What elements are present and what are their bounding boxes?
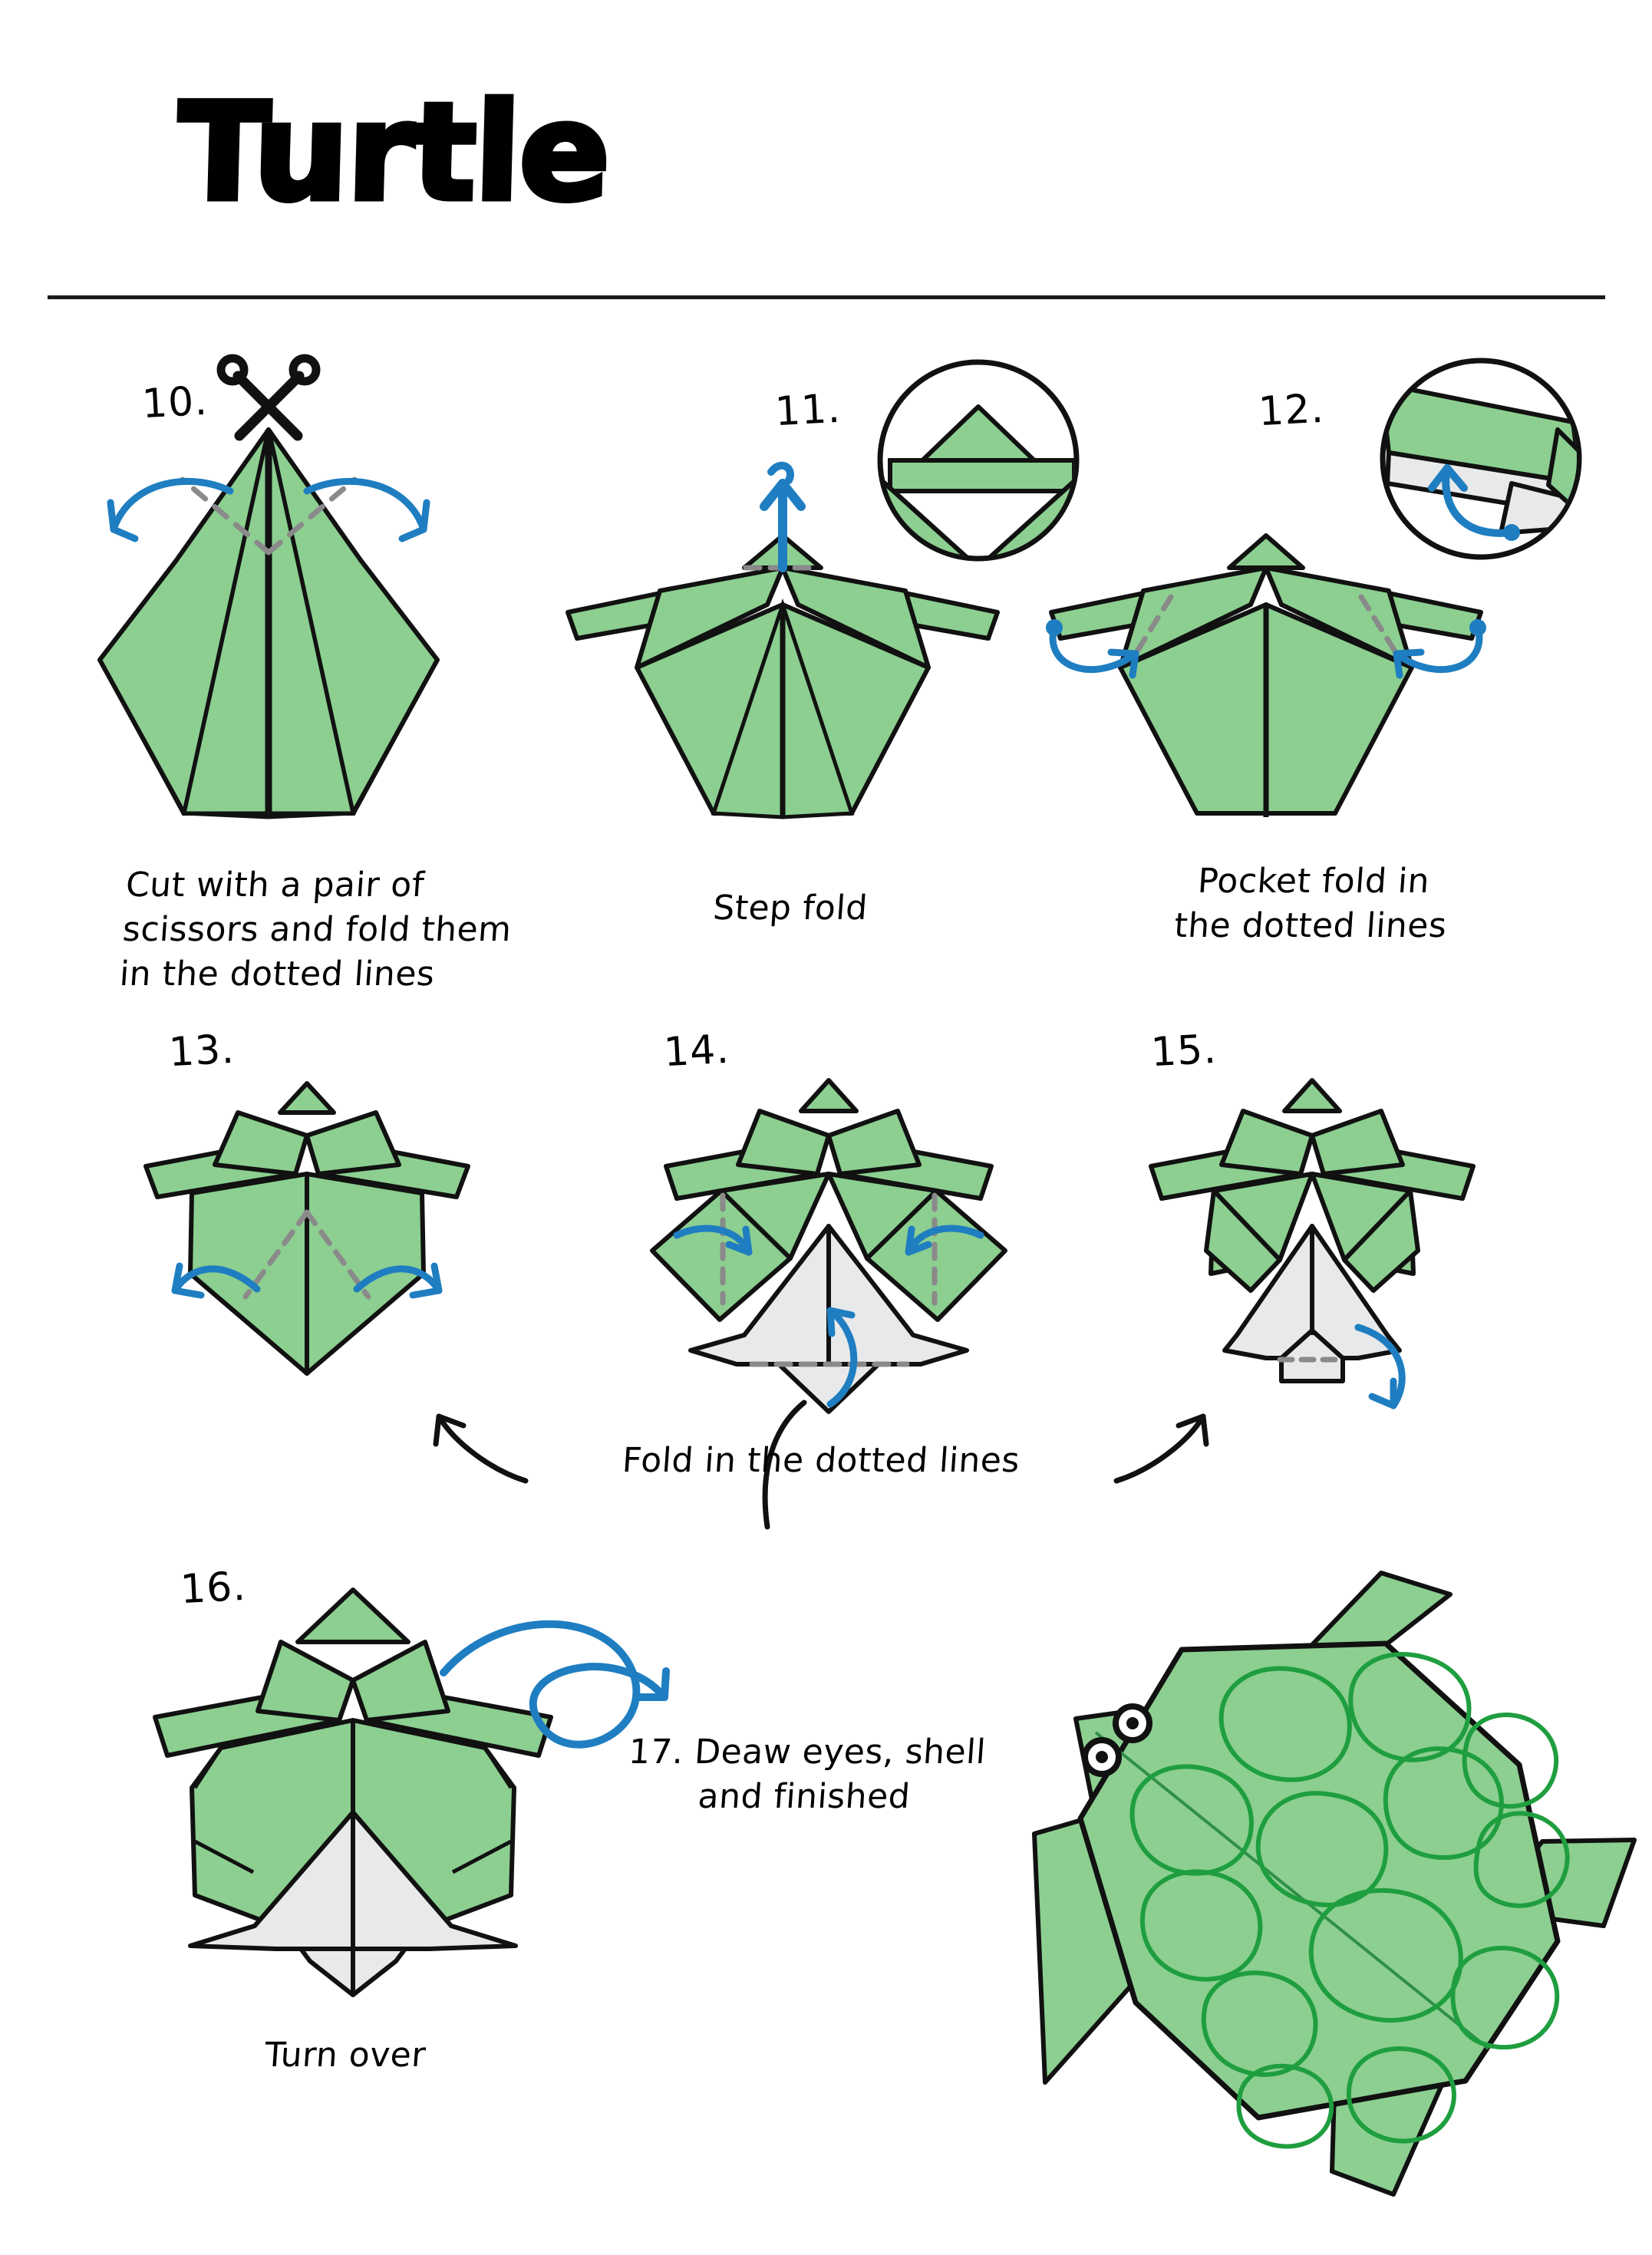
step-12-caption-line-1: Pocket fold in (1196, 862, 1431, 901)
step-12-diagram (1046, 358, 1582, 817)
dotted-fold-lines-12 (1133, 594, 1400, 657)
step-16-figure: 16. (138, 1535, 737, 2010)
step-10-caption-line-2: scissors and fold them (121, 910, 513, 950)
step-12-caption: Pocket fold in the dotted lines (1094, 859, 1530, 948)
step-10-caption-line-1: Cut with a pair of (124, 865, 426, 905)
paper-shape-15 (1149, 1078, 1476, 1383)
curved-arrow-left (436, 1413, 529, 1484)
step-15-diagram (1149, 1078, 1476, 1409)
step-10-figure: 10. (84, 338, 575, 859)
step-11-diagram (566, 359, 1080, 819)
step-14-figure: 14. (606, 1020, 1082, 1419)
step-13-number: 13. (167, 1026, 236, 1076)
step-12-number: 12. (1257, 385, 1326, 436)
paper-shape-16 (153, 1587, 553, 1997)
group-caption-text: Fold in the dotted lines (536, 1439, 1106, 1483)
fold-arrow-left-10 (107, 477, 234, 542)
step-11-caption-line-1: Step fold (711, 888, 869, 928)
scissors-icon (216, 354, 321, 441)
paper-shape-12 (1049, 533, 1483, 817)
paper-shape-13 (143, 1081, 470, 1376)
step-fold-up-arrow (760, 461, 806, 572)
step-10-caption: Cut with a pair of scissors and fold the… (118, 863, 618, 997)
step-12-caption-line-2: the dotted lines (1172, 906, 1449, 946)
step-11-number: 11. (773, 385, 842, 436)
fold-in-dotted-lines-label: Fold in the dotted lines (621, 1441, 1021, 1480)
page-header: Turtle (0, 0, 1652, 307)
step-16-caption-line-1: Turn over (263, 2036, 427, 2075)
step-16-diagram (153, 1587, 670, 1997)
fold-arrow-down-15 (1354, 1324, 1406, 1409)
final-turtle-figure (951, 1512, 1637, 2202)
paper-shape-11 (566, 533, 1000, 819)
pocket-fold-arrow-right (1393, 619, 1486, 679)
header-divider (48, 295, 1605, 299)
pocket-fold-detail-inset (1380, 358, 1582, 560)
turn-over-loop-arrow (440, 1620, 670, 1749)
fold-group-arrows (433, 1399, 1209, 1530)
step-16-caption: Turn over (144, 2033, 546, 2078)
turtle-eye-lower (1082, 1737, 1122, 1777)
step-13-figure: 13. (115, 1020, 545, 1419)
fold-arrow-right-14 (905, 1225, 984, 1256)
finished-turtle-diagram (1032, 1571, 1637, 2197)
dotted-fold-lines-10 (180, 476, 358, 556)
step-10-caption-line-3: in the dotted lines (118, 954, 437, 994)
shell-pattern (1129, 1652, 1570, 2149)
step-10-diagram (97, 354, 440, 819)
step-15-number: 15. (1149, 1026, 1218, 1076)
step-13-diagram (143, 1081, 470, 1376)
fold-arrow-left-14 (673, 1225, 753, 1256)
step-16-number: 16. (179, 1563, 248, 1614)
step-14-number: 14. (662, 1026, 731, 1076)
step-12-figure: 12. (1021, 338, 1604, 859)
turtle-eye-upper (1113, 1703, 1152, 1743)
step-15-figure: 15. (1105, 1020, 1550, 1419)
dotted-fold-lines-14 (720, 1192, 938, 1367)
pocket-fold-arrow-left (1046, 619, 1139, 679)
curved-arrow-center (762, 1399, 807, 1530)
step-10-number: 10. (140, 377, 209, 428)
dotted-fold-lines-13 (242, 1209, 371, 1300)
step-fold-detail-inset (877, 359, 1080, 562)
fold-arrow-right-10 (303, 477, 430, 542)
paper-shape-10 (97, 427, 440, 819)
fold-arrow-left-13 (171, 1262, 261, 1299)
turtle-shell (1077, 1640, 1561, 2121)
step-14-diagram (650, 1078, 1007, 1414)
step-11-figure: 11. (537, 338, 1090, 859)
curved-arrow-right (1113, 1413, 1206, 1484)
step-11-caption: Step fold (582, 886, 999, 931)
group-caption-arrows (399, 1389, 1243, 1530)
fold-arrow-up-14 (826, 1307, 858, 1408)
page-title: Turtle (173, 73, 614, 234)
fold-arrow-right-13 (353, 1262, 443, 1299)
